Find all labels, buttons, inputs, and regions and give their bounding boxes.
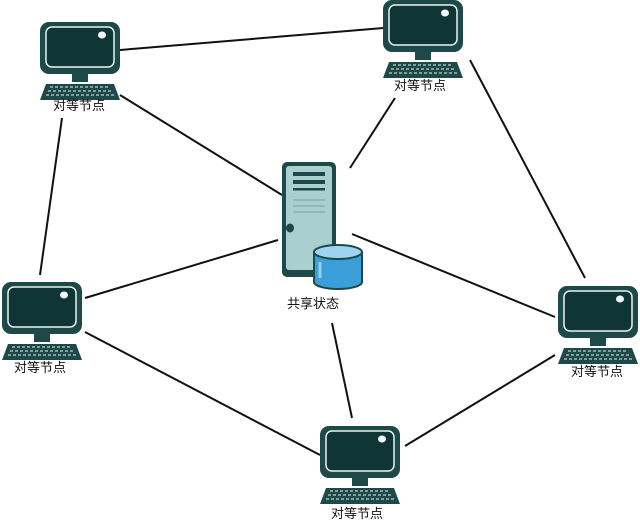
peer-computer-mid-right [557, 285, 639, 365]
peer-label-mid-right: 对等节点 [570, 365, 624, 380]
link-tr-mr [469, 59, 586, 279]
peer-computer-top-right [382, 0, 464, 79]
peer-label-mid-left: 对等节点 [13, 361, 67, 376]
link-tl-tr [119, 27, 384, 51]
link-ml-bottom [84, 331, 321, 456]
link-server-mr [351, 233, 556, 318]
database-icon [313, 244, 363, 290]
link-tl-ml [39, 117, 63, 276]
peer-label-top-left: 对等节点 [52, 99, 106, 114]
link-tr-server [349, 97, 396, 169]
peer-computer-top-left [39, 21, 121, 101]
peer-computer-mid-left [1, 281, 83, 361]
shared-state-label: 共享状态 [286, 297, 340, 312]
link-tl-server [119, 94, 283, 196]
peer-label-bottom: 对等节点 [330, 507, 384, 522]
peer-label-top-right: 对等节点 [393, 79, 447, 94]
link-mr-bottom [404, 354, 556, 447]
peer-computer-bottom [319, 425, 401, 505]
link-ml-server [84, 239, 279, 299]
link-server-bottom [331, 322, 353, 419]
